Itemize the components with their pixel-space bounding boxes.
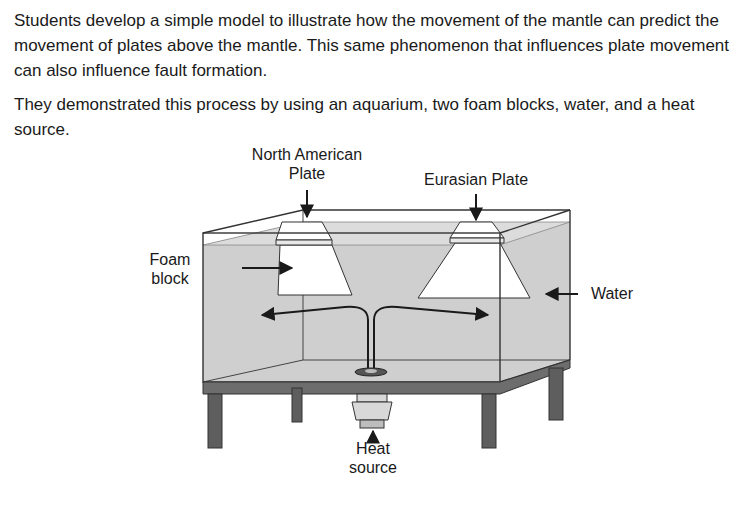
plate-block: [450, 222, 504, 238]
water: [203, 222, 570, 382]
plate-block: [276, 222, 332, 240]
intro-text: Students develop a simple model to illus…: [14, 8, 736, 83]
part-label: Water: [582, 284, 642, 303]
foam-block: [418, 243, 530, 298]
intro-text: They demonstrated this process by using …: [14, 92, 736, 142]
part-label: Foam block: [130, 250, 210, 288]
table: [203, 360, 570, 394]
foam-block: [278, 245, 352, 295]
part-label: Heat source: [333, 439, 413, 477]
heat-source: [352, 394, 392, 428]
plate-label: North American Plate: [237, 145, 377, 183]
plate-label: Eurasian Plate: [406, 170, 546, 189]
